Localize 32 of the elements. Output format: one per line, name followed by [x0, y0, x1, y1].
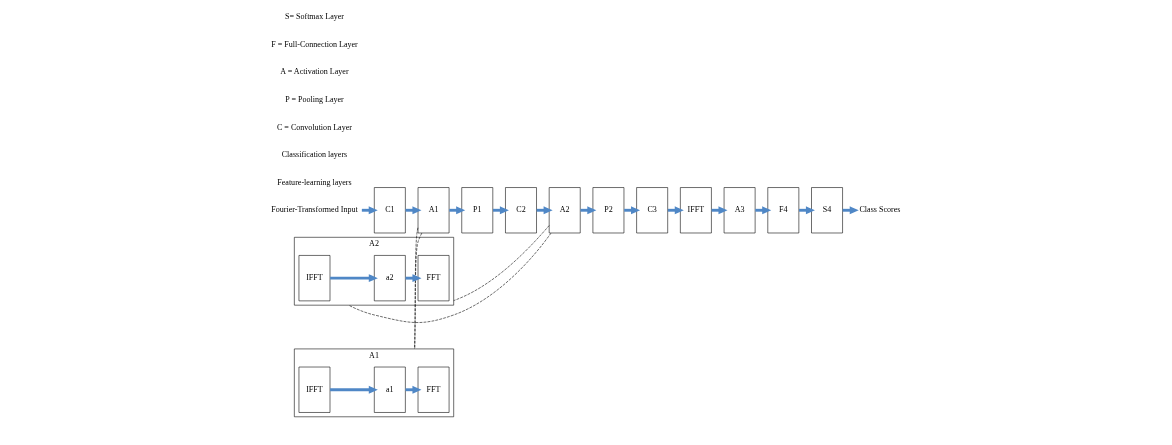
- node-box: FFT: [417, 366, 450, 413]
- node-box: IFFT: [298, 366, 331, 413]
- label: C = Convolution Layer: [277, 122, 352, 132]
- label: S= Softmax Layer: [284, 12, 345, 22]
- node-box: C3: [636, 187, 668, 234]
- label: Feature-learning layers: [277, 177, 352, 187]
- node-box: a2: [374, 255, 406, 302]
- node-box: a1: [374, 366, 406, 413]
- node-box: C2: [505, 187, 537, 234]
- arrow: [330, 274, 378, 283]
- label: A = Activation Layer: [280, 67, 349, 77]
- node-box: P1: [461, 187, 494, 234]
- connector: [414, 227, 419, 350]
- label: P = Pooling Layer: [285, 94, 344, 104]
- node-box: F4: [767, 187, 800, 234]
- label: Classification layers: [281, 150, 348, 160]
- node-box: A1: [417, 187, 450, 234]
- node-box: IFFT: [680, 187, 712, 234]
- node-text: Class Scores: [859, 205, 901, 215]
- node-box: FFT: [417, 255, 450, 302]
- node-text: Fourier-Transformed Input: [271, 205, 358, 215]
- node-box: S4: [811, 187, 843, 234]
- node-box: A3: [723, 187, 756, 234]
- label: F = Full-Connection Layer: [271, 39, 358, 49]
- node-box: C1: [374, 187, 406, 234]
- connector: [414, 232, 423, 350]
- arrow: [361, 206, 378, 215]
- connector: [348, 232, 552, 323]
- arrow: [330, 385, 378, 394]
- node-box: IFFT: [298, 255, 331, 302]
- node-box: A2: [548, 187, 581, 234]
- node-box: P2: [592, 187, 625, 234]
